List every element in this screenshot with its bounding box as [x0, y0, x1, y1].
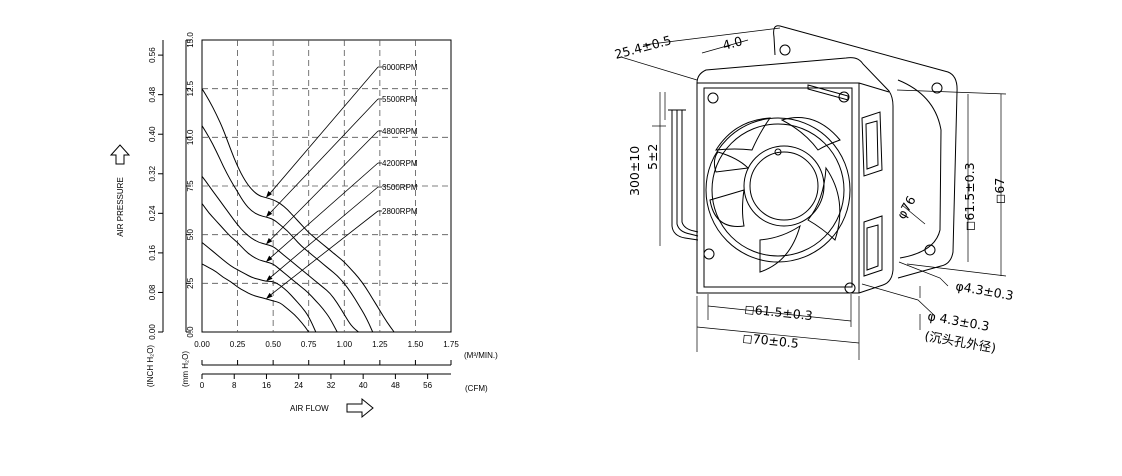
y-tick-label-inch: 0.40: [148, 126, 157, 142]
chart-curves: [201, 88, 395, 333]
mount-hole-br: [844, 282, 856, 294]
x-tick-label-cfm: 56: [423, 381, 432, 390]
x-axis-arrow-icon: [346, 397, 374, 419]
legend-arrow-icon: [266, 191, 273, 198]
mount-hole-bl: [703, 248, 715, 260]
legend-leader: [267, 98, 379, 216]
y-tick-label-mm: 10.0: [186, 129, 195, 145]
x-tick-label-cfm: 16: [262, 381, 271, 390]
legend-label: 3500RPM: [382, 183, 418, 192]
dim-flange: 4.0: [721, 33, 744, 53]
legend-leader: [267, 66, 379, 196]
series-curve: [201, 203, 338, 333]
y-tick-label-inch: 0.00: [148, 324, 157, 340]
mount-hole-tr: [838, 91, 850, 103]
fan-blade: [713, 151, 750, 173]
legend-arrow-icon: [266, 210, 273, 218]
y-axis-title: AIR PRESSURE: [116, 177, 125, 237]
x-tick-label-m3: 0.75: [301, 340, 317, 349]
mount-hole-tl: [707, 92, 719, 104]
legend-arrow-icon: [266, 275, 273, 282]
legend-label: 4200RPM: [382, 159, 418, 168]
y-axis-arrow-icon: [109, 144, 131, 165]
fan-rear-plate: [773, 25, 958, 279]
fan-blade: [807, 166, 841, 241]
dim-frame: ◻70±0.5: [742, 330, 800, 351]
dim-strip: 5±2: [645, 144, 660, 170]
series-curve: [201, 176, 359, 333]
x-tick-label-cfm: 0: [200, 381, 205, 390]
series-curve: [201, 88, 395, 333]
x-tick-label-m3: 1.00: [336, 340, 352, 349]
legend-leader: [267, 162, 379, 261]
dim-hole-pitch-h: ◻61.5±0.3: [744, 301, 814, 323]
legend-arrow-icon: [266, 237, 273, 245]
x-axes: 0.00 0.25 0.50 0.75 1.00 1.25 1.50 1.75 0 8 16 24 32…: [194, 340, 459, 390]
x-tick-label-cfm: 24: [294, 381, 303, 390]
legend-label: 5500RPM: [382, 95, 418, 104]
y-tick-label-mm: 15.0: [186, 32, 195, 48]
y-tick-label-mm: 5.0: [186, 229, 195, 241]
fan-blade: [759, 224, 801, 273]
y-unit-inch: (INCH H₂O): [146, 345, 155, 388]
legend-leader: [267, 186, 379, 280]
fan-blade: [715, 117, 772, 151]
x-unit-cfm: (CFM): [465, 384, 488, 393]
legend-arrow-icon: [266, 255, 273, 262]
legend-leader: [267, 210, 379, 298]
x-tick-label-cfm: 32: [326, 381, 335, 390]
series-curve: [201, 263, 310, 333]
dim-hole-pitch-v: ◻61.5±0.3: [962, 162, 977, 231]
y-unit-mm: (mm H₂O): [181, 351, 190, 387]
dim-guard-dia: φ76: [894, 193, 919, 221]
y-axes: 0.0 2.5 5.0 7.5 10.0 12.5 15.0 0.00 0.08 0.16 0.24…: [148, 32, 195, 340]
y-tick-label-mm: 0.0: [186, 326, 195, 338]
x-tick-label-m3: 1.75: [443, 340, 459, 349]
y-tick-label-inch: 0.32: [148, 165, 157, 181]
y-tick-label-inch: 0.08: [148, 284, 157, 300]
y-tick-label-inch: 0.24: [148, 205, 157, 221]
lead-wires: [671, 110, 699, 241]
legend-leader: [267, 130, 379, 243]
y-tick-label-mm: 2.5: [186, 277, 195, 289]
series-curve: [201, 242, 317, 333]
x-tick-label-cfm: 40: [359, 381, 368, 390]
y-tick-label-inch: 0.48: [148, 86, 157, 102]
legend-arrow-icon: [266, 292, 273, 299]
legend-label: 6000RPM: [382, 63, 418, 72]
y-tick-label-inch: 0.16: [148, 245, 157, 261]
series-curve: [201, 125, 374, 333]
x-tick-label-m3: 0.50: [265, 340, 281, 349]
fan-blade: [709, 189, 745, 227]
x-tick-label-cfm: 48: [391, 381, 400, 390]
y-tick-label-mm: 12.5: [186, 80, 195, 96]
x-tick-label-m3: 1.25: [372, 340, 388, 349]
x-tick-label-cfm: 8: [232, 381, 237, 390]
legend-label: 4800RPM: [382, 127, 418, 136]
dim-depth: 25.4±0.5: [613, 32, 673, 62]
x-axis-title: AIR FLOW: [290, 404, 329, 413]
dim-outer-v: ◻67: [992, 178, 1007, 204]
x-unit-m3: (M³/MIN.): [464, 351, 498, 360]
legend-label: 2800RPM: [382, 207, 418, 216]
dim-lead-length: 300±10: [627, 146, 642, 196]
fan-drawing: [620, 25, 1007, 360]
dim-hole-r: φ4.3±0.3: [954, 278, 1014, 303]
chart-legend: 6000RPM 5500RPM 4800RPM 4200RPM 3500RPM 2800R…: [266, 63, 418, 299]
y-tick-label-inch: 0.56: [148, 47, 157, 63]
chart-grid: [202, 40, 451, 332]
x-tick-label-m3: 0.00: [194, 340, 210, 349]
x-tick-label-m3: 0.25: [230, 340, 246, 349]
y-tick-label-mm: 7.5: [186, 180, 195, 192]
fan-blade: [780, 117, 841, 151]
x-tick-label-m3: 1.50: [408, 340, 424, 349]
